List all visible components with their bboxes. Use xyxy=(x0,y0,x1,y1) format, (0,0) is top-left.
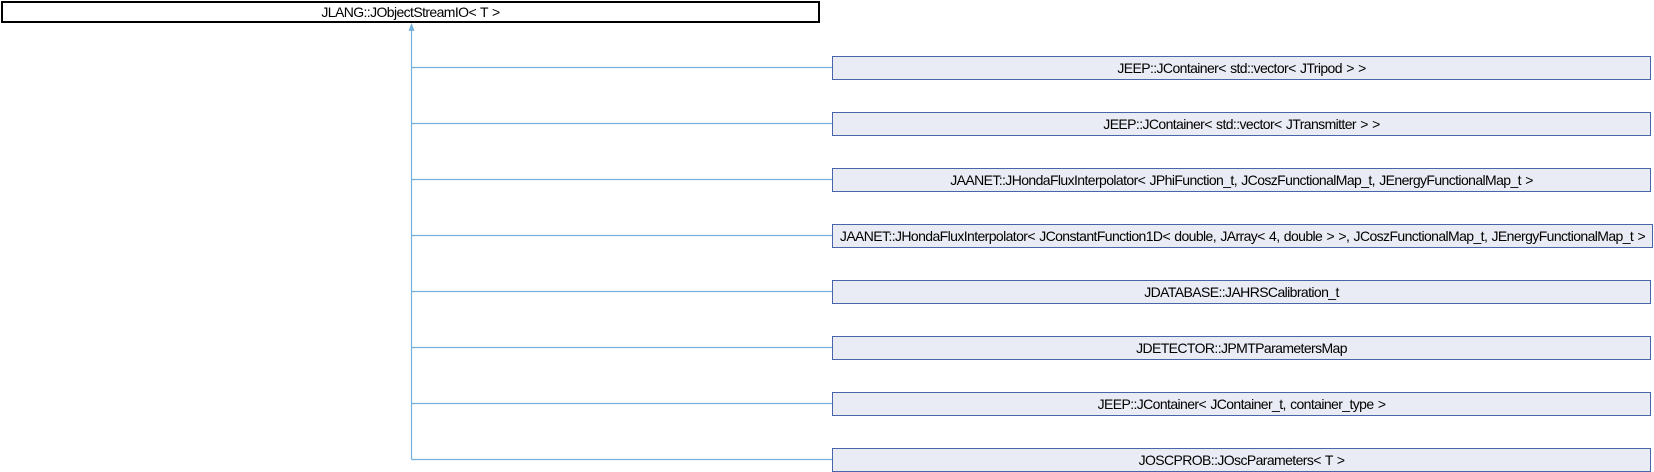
class-node-label: JAANET::JHondaFluxInterpolator< JConstan… xyxy=(839,228,1646,244)
class-node-label: JDATABASE::JAHRSCalibration_t xyxy=(1144,284,1339,300)
class-node-jcontainer-jtransmitter[interactable]: JEEP::JContainer< std::vector< JTransmit… xyxy=(832,112,1651,136)
class-node-jahrscalibration[interactable]: JDATABASE::JAHRSCalibration_t xyxy=(832,280,1651,304)
class-node-jpmtparametersmap[interactable]: JDETECTOR::JPMTParametersMap xyxy=(832,336,1651,360)
class-node-jcontainer-container-type[interactable]: JEEP::JContainer< JContainer_t, containe… xyxy=(832,392,1651,416)
class-node-label: JEEP::JContainer< std::vector< JTransmit… xyxy=(1103,116,1380,132)
inheritance-arrowhead-icon xyxy=(408,22,415,31)
class-node-label: JEEP::JContainer< JContainer_t, containe… xyxy=(1097,396,1386,412)
class-node-joscparameters[interactable]: JOSCPROB::JOscParameters< T > xyxy=(832,448,1651,472)
class-node-label: JDETECTOR::JPMTParametersMap xyxy=(1136,340,1347,356)
class-node-label: JEEP::JContainer< std::vector< JTripod >… xyxy=(1117,60,1366,76)
class-node-parent: JLANG::JObjectStreamIO< T > xyxy=(1,1,820,23)
class-node-label: JAANET::JHondaFluxInterpolator< JPhiFunc… xyxy=(950,172,1533,188)
class-node-jhondafluxinterpolator-jconstantfunction1d[interactable]: JAANET::JHondaFluxInterpolator< JConstan… xyxy=(832,224,1653,248)
class-node-jhondafluxinterpolator-jphifunction[interactable]: JAANET::JHondaFluxInterpolator< JPhiFunc… xyxy=(832,168,1651,192)
class-node-jcontainer-jtripod[interactable]: JEEP::JContainer< std::vector< JTripod >… xyxy=(832,56,1651,80)
class-node-label: JOSCPROB::JOscParameters< T > xyxy=(1138,452,1345,468)
class-node-parent-label: JLANG::JObjectStreamIO< T > xyxy=(321,4,500,20)
